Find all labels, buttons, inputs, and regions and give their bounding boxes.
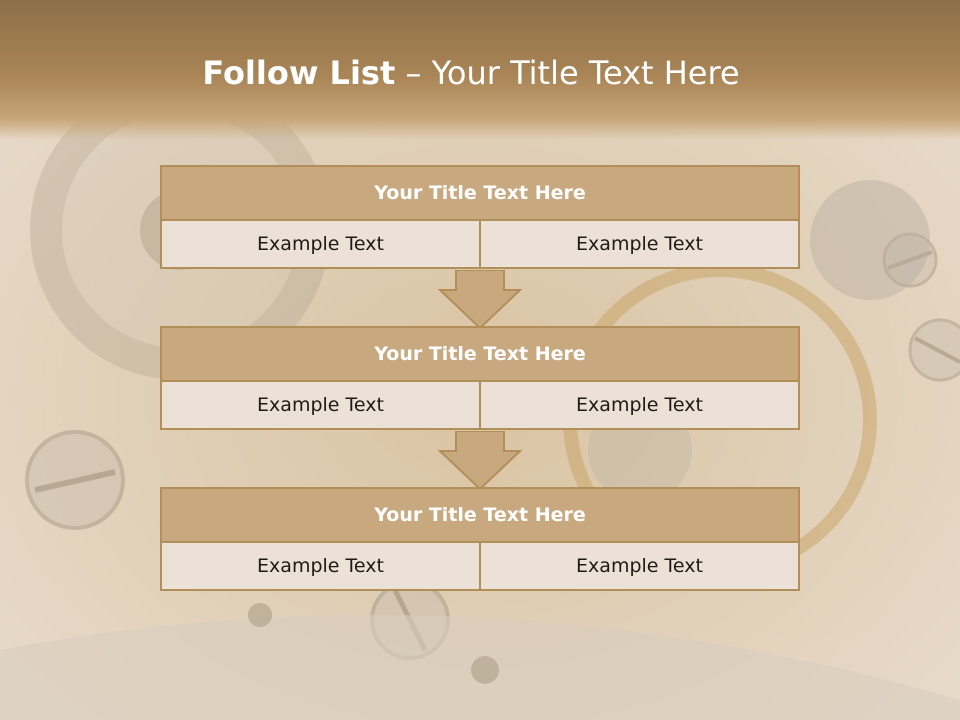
slide-title: Follow List – Your Title Text Here <box>0 54 942 92</box>
down-arrow-icon <box>438 270 522 330</box>
header-band <box>0 0 960 140</box>
step-title: Your Title Text Here <box>160 487 800 543</box>
step-cell-right: Example Text <box>481 221 800 269</box>
slide-title-bold: Follow List <box>202 54 396 92</box>
step-row: Example Text Example Text <box>160 382 800 430</box>
slide-title-rest: – Your Title Text Here <box>395 54 740 92</box>
step-block-2: Your Title Text Here Example Text Exampl… <box>160 326 800 430</box>
screw-icon <box>25 430 125 530</box>
step-row: Example Text Example Text <box>160 543 800 591</box>
step-block-1: Your Title Text Here Example Text Exampl… <box>160 165 800 269</box>
step-row: Example Text Example Text <box>160 221 800 269</box>
down-arrow-icon <box>438 431 522 491</box>
step-block-3: Your Title Text Here Example Text Exampl… <box>160 487 800 591</box>
step-cell-left: Example Text <box>160 543 481 591</box>
step-cell-left: Example Text <box>160 221 481 269</box>
step-title: Your Title Text Here <box>160 165 800 221</box>
step-title: Your Title Text Here <box>160 326 800 382</box>
step-cell-right: Example Text <box>481 543 800 591</box>
step-cell-right: Example Text <box>481 382 800 430</box>
step-cell-left: Example Text <box>160 382 481 430</box>
